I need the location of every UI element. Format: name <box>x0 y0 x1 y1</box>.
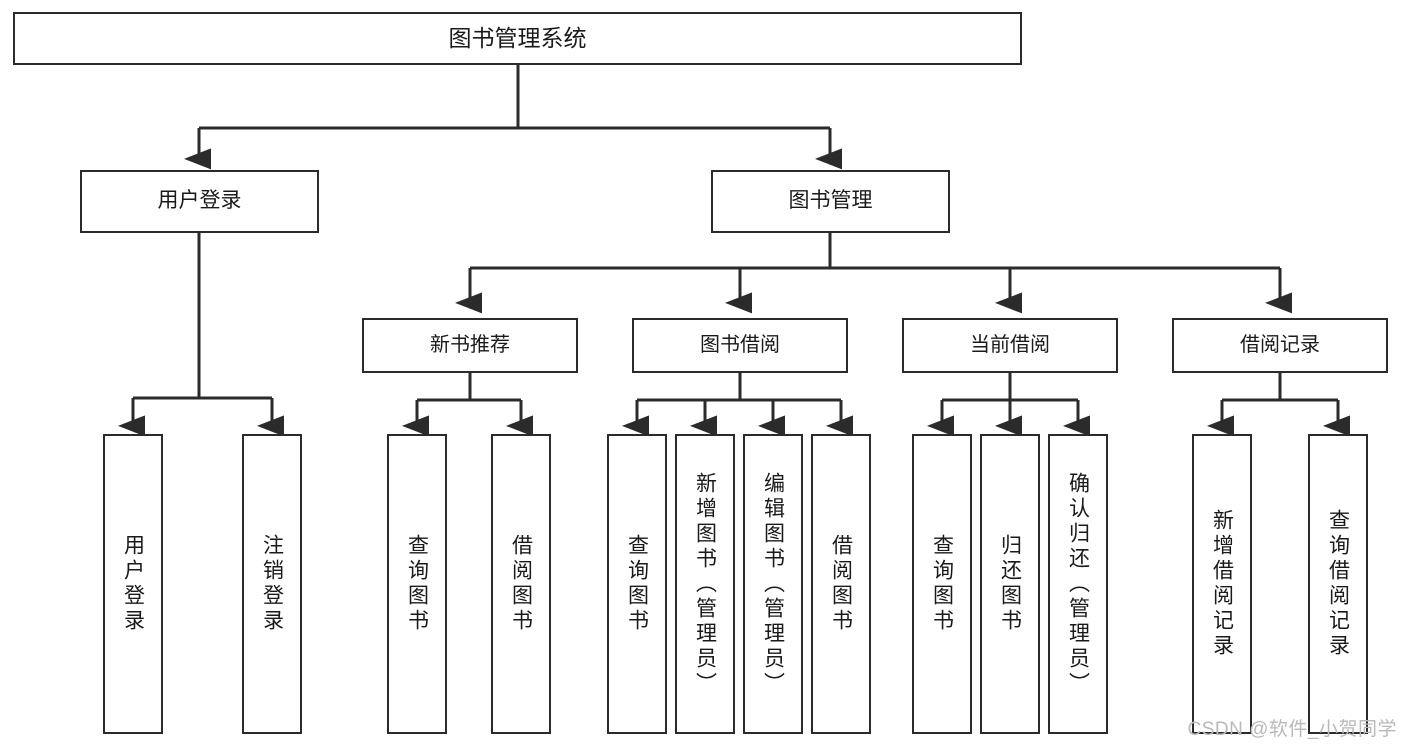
leaf-newbook-borrow-books[interactable]: 借阅图书 <box>491 434 551 734</box>
node-root-book-management-system[interactable]: 图书管理系统 <box>13 12 1022 65</box>
leaf-newbook-query-books[interactable]: 查询图书 <box>387 434 447 734</box>
node-book-borrow[interactable]: 图书借阅 <box>632 318 848 373</box>
node-borrow-record[interactable]: 借阅记录 <box>1172 318 1388 373</box>
node-label: 图书管理系统 <box>448 24 587 51</box>
node-label: 借阅图书 <box>829 534 853 634</box>
node-label: 归还图书 <box>998 534 1022 634</box>
leaf-currentborrow-return-books[interactable]: 归还图书 <box>980 434 1040 734</box>
node-label: 图书借阅 <box>700 333 780 356</box>
node-label: 查询图书 <box>625 534 649 634</box>
node-label: 借阅图书 <box>509 534 533 634</box>
node-label: 新书推荐 <box>430 333 510 356</box>
node-label: 用户登录 <box>157 189 242 213</box>
node-label: 查询图书 <box>930 534 954 634</box>
node-label: 查询借阅记录 <box>1326 509 1350 659</box>
leaf-bookborrow-add-book-admin[interactable]: 新增图书（管理员） <box>675 434 735 734</box>
leaf-borrowrecord-add-record[interactable]: 新增借阅记录 <box>1192 434 1252 734</box>
leaf-bookborrow-query-books[interactable]: 查询图书 <box>607 434 667 734</box>
node-new-book-recommend[interactable]: 新书推荐 <box>362 318 578 373</box>
node-label: 新增图书（管理员） <box>693 471 717 697</box>
node-label: 新增借阅记录 <box>1210 509 1234 659</box>
node-book-management[interactable]: 图书管理 <box>711 170 950 233</box>
leaf-user-login[interactable]: 用户登录 <box>103 434 163 734</box>
leaf-logout[interactable]: 注销登录 <box>242 434 302 734</box>
node-label: 编辑图书（管理员） <box>761 471 785 697</box>
node-label: 用户登录 <box>121 534 145 634</box>
node-label: 当前借阅 <box>970 333 1050 356</box>
leaf-bookborrow-edit-book-admin[interactable]: 编辑图书（管理员） <box>743 434 803 734</box>
node-current-borrow[interactable]: 当前借阅 <box>902 318 1118 373</box>
node-label: 确认归还（管理员） <box>1066 471 1090 697</box>
leaf-currentborrow-confirm-return-admin[interactable]: 确认归还（管理员） <box>1048 434 1108 734</box>
leaf-bookborrow-borrow-books[interactable]: 借阅图书 <box>811 434 871 734</box>
leaf-currentborrow-query-books[interactable]: 查询图书 <box>912 434 972 734</box>
node-label: 注销登录 <box>260 534 284 634</box>
node-user-login[interactable]: 用户登录 <box>80 170 319 233</box>
leaf-borrowrecord-query-record[interactable]: 查询借阅记录 <box>1308 434 1368 734</box>
watermark: CSDN @软件_小贺同学 <box>1187 719 1397 740</box>
node-label: 图书管理 <box>788 189 873 213</box>
node-label: 借阅记录 <box>1240 333 1320 356</box>
node-label: 查询图书 <box>405 534 429 634</box>
